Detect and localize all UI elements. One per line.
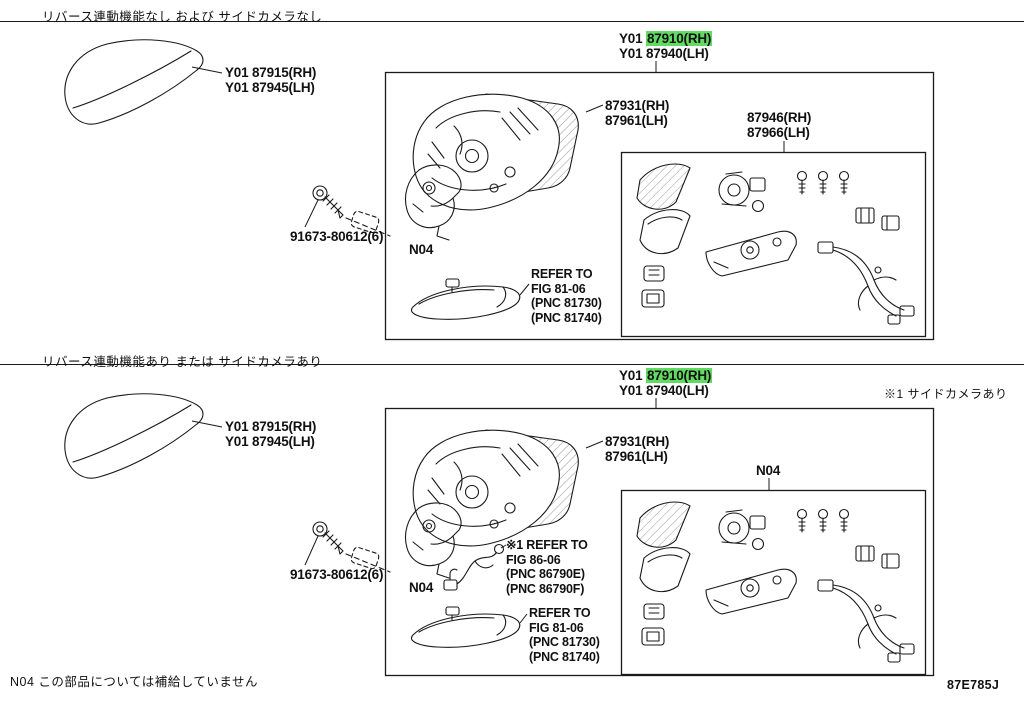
n04-marker: N04 <box>409 580 434 595</box>
section-no-camera: リバース連動機能なし および サイドカメラなし Y01 87910(RH) Y0… <box>0 0 1024 348</box>
mirror-assy-part-number-lh: Y01 87940(LH) <box>619 46 709 61</box>
mirror-assy-part-number-rh: Y01 87910(RH) <box>619 368 713 383</box>
kit-outline-box <box>620 151 927 338</box>
refer-line: REFER TO <box>531 267 593 281</box>
refer-line: REFER TO <box>529 606 591 620</box>
section-with-camera: リバース連動機能あり または サイドカメラあり ※1 サイドカメラあり Y01 … <box>0 348 1024 682</box>
refer-to-camera-note: ※1 REFER TO FIG 86-06 (PNC 86790E) (PNC … <box>506 538 588 596</box>
assembly-outline-box <box>384 71 935 341</box>
mirror-assy-part-number-lh: Y01 87940(LH) <box>619 383 709 398</box>
assy-part-number-highlighted: 87910(RH) <box>645 31 713 46</box>
refer-line: ※1 REFER TO <box>506 538 588 552</box>
section-header: リバース連動機能なし および サイドカメラなし <box>42 10 323 24</box>
mirror-kit-part-number-rh: 87946(RH) <box>747 110 812 125</box>
mirror-cover-drawing <box>64 39 204 125</box>
assy-part-prefix: Y01 <box>619 368 646 383</box>
turn-signal-lamp-drawing <box>410 606 521 648</box>
mirror-cover-part-number-lh: Y01 87945(LH) <box>225 80 315 95</box>
mirror-cover-part-number-rh: Y01 87915(RH) <box>225 65 317 80</box>
mirror-kit-part-number-lh: 87966(LH) <box>747 125 810 140</box>
leader-line <box>519 283 530 296</box>
diagram-code: 87E785J <box>947 678 1000 692</box>
turn-signal-lamp-drawing <box>410 278 521 320</box>
supply-note: N04 この部品については補給していません <box>10 675 259 689</box>
mirror-glass-part-number-lh: 87961(LH) <box>605 113 668 128</box>
leader-line <box>585 440 604 449</box>
screw-drawing <box>312 521 391 573</box>
screw-part-number: 91673-80612(6) <box>290 229 384 244</box>
section2-line-art <box>0 364 1024 677</box>
leader-line <box>500 544 507 549</box>
refer-line: FIG 86-06 <box>506 552 561 567</box>
leader-lines <box>191 398 770 624</box>
mirror-cover-part-number-rh: Y01 87915(RH) <box>225 419 317 434</box>
leader-line <box>191 66 223 74</box>
assy-part-number-highlighted: 87910(RH) <box>645 368 713 383</box>
refer-to-lamp-note: REFER TO FIG 81-06 (PNC 81730) (PNC 8174… <box>531 267 602 325</box>
mirror-glass-part-number-rh: 87931(RH) <box>605 434 670 449</box>
n04-marker: N04 <box>409 242 434 257</box>
repair-kit-drawing <box>636 163 915 325</box>
leader-line <box>191 420 223 428</box>
section-header: リバース連動機能あり または サイドカメラあり <box>42 355 323 369</box>
mirror-cover-part-number-lh: Y01 87945(LH) <box>225 434 315 449</box>
mirror-cover-drawing <box>64 393 204 479</box>
mirror-assembly-drawing <box>412 429 579 547</box>
screw-part-number: 91673-80612(6) <box>290 567 384 582</box>
section1-line-art <box>0 21 1024 341</box>
mirror-assy-part-number-rh: Y01 87910(RH) <box>619 31 713 46</box>
assembly-outline-box <box>384 407 935 677</box>
mirror-assembly-drawing <box>412 93 579 211</box>
refer-line: (PNC 81740) <box>531 310 602 325</box>
leader-line <box>519 613 528 624</box>
n04-kit-marker: N04 <box>756 463 781 478</box>
refer-line: (PNC 86790F) <box>506 581 585 596</box>
refer-line: (PNC 81730) <box>529 635 600 649</box>
camera-note: ※1 サイドカメラあり <box>884 387 1008 401</box>
repair-kit-drawing <box>636 501 915 663</box>
refer-line: FIG 81-06 <box>531 281 586 296</box>
refer-line: (PNC 86790E) <box>506 567 585 581</box>
leader-line <box>304 199 319 228</box>
refer-line: (PNC 81730) <box>531 296 602 310</box>
leader-lines <box>191 61 785 296</box>
mirror-glass-part-number-rh: 87931(RH) <box>605 98 670 113</box>
refer-line: (PNC 81740) <box>529 649 600 664</box>
refer-to-lamp-note: REFER TO FIG 81-06 (PNC 81730) (PNC 8174… <box>529 606 600 664</box>
leader-line <box>304 535 319 566</box>
mirror-glass-part-number-lh: 87961(LH) <box>605 449 668 464</box>
assy-part-prefix: Y01 <box>619 31 646 46</box>
leader-line <box>585 104 604 113</box>
kit-outline-box <box>620 489 927 676</box>
refer-line: FIG 81-06 <box>529 620 584 635</box>
